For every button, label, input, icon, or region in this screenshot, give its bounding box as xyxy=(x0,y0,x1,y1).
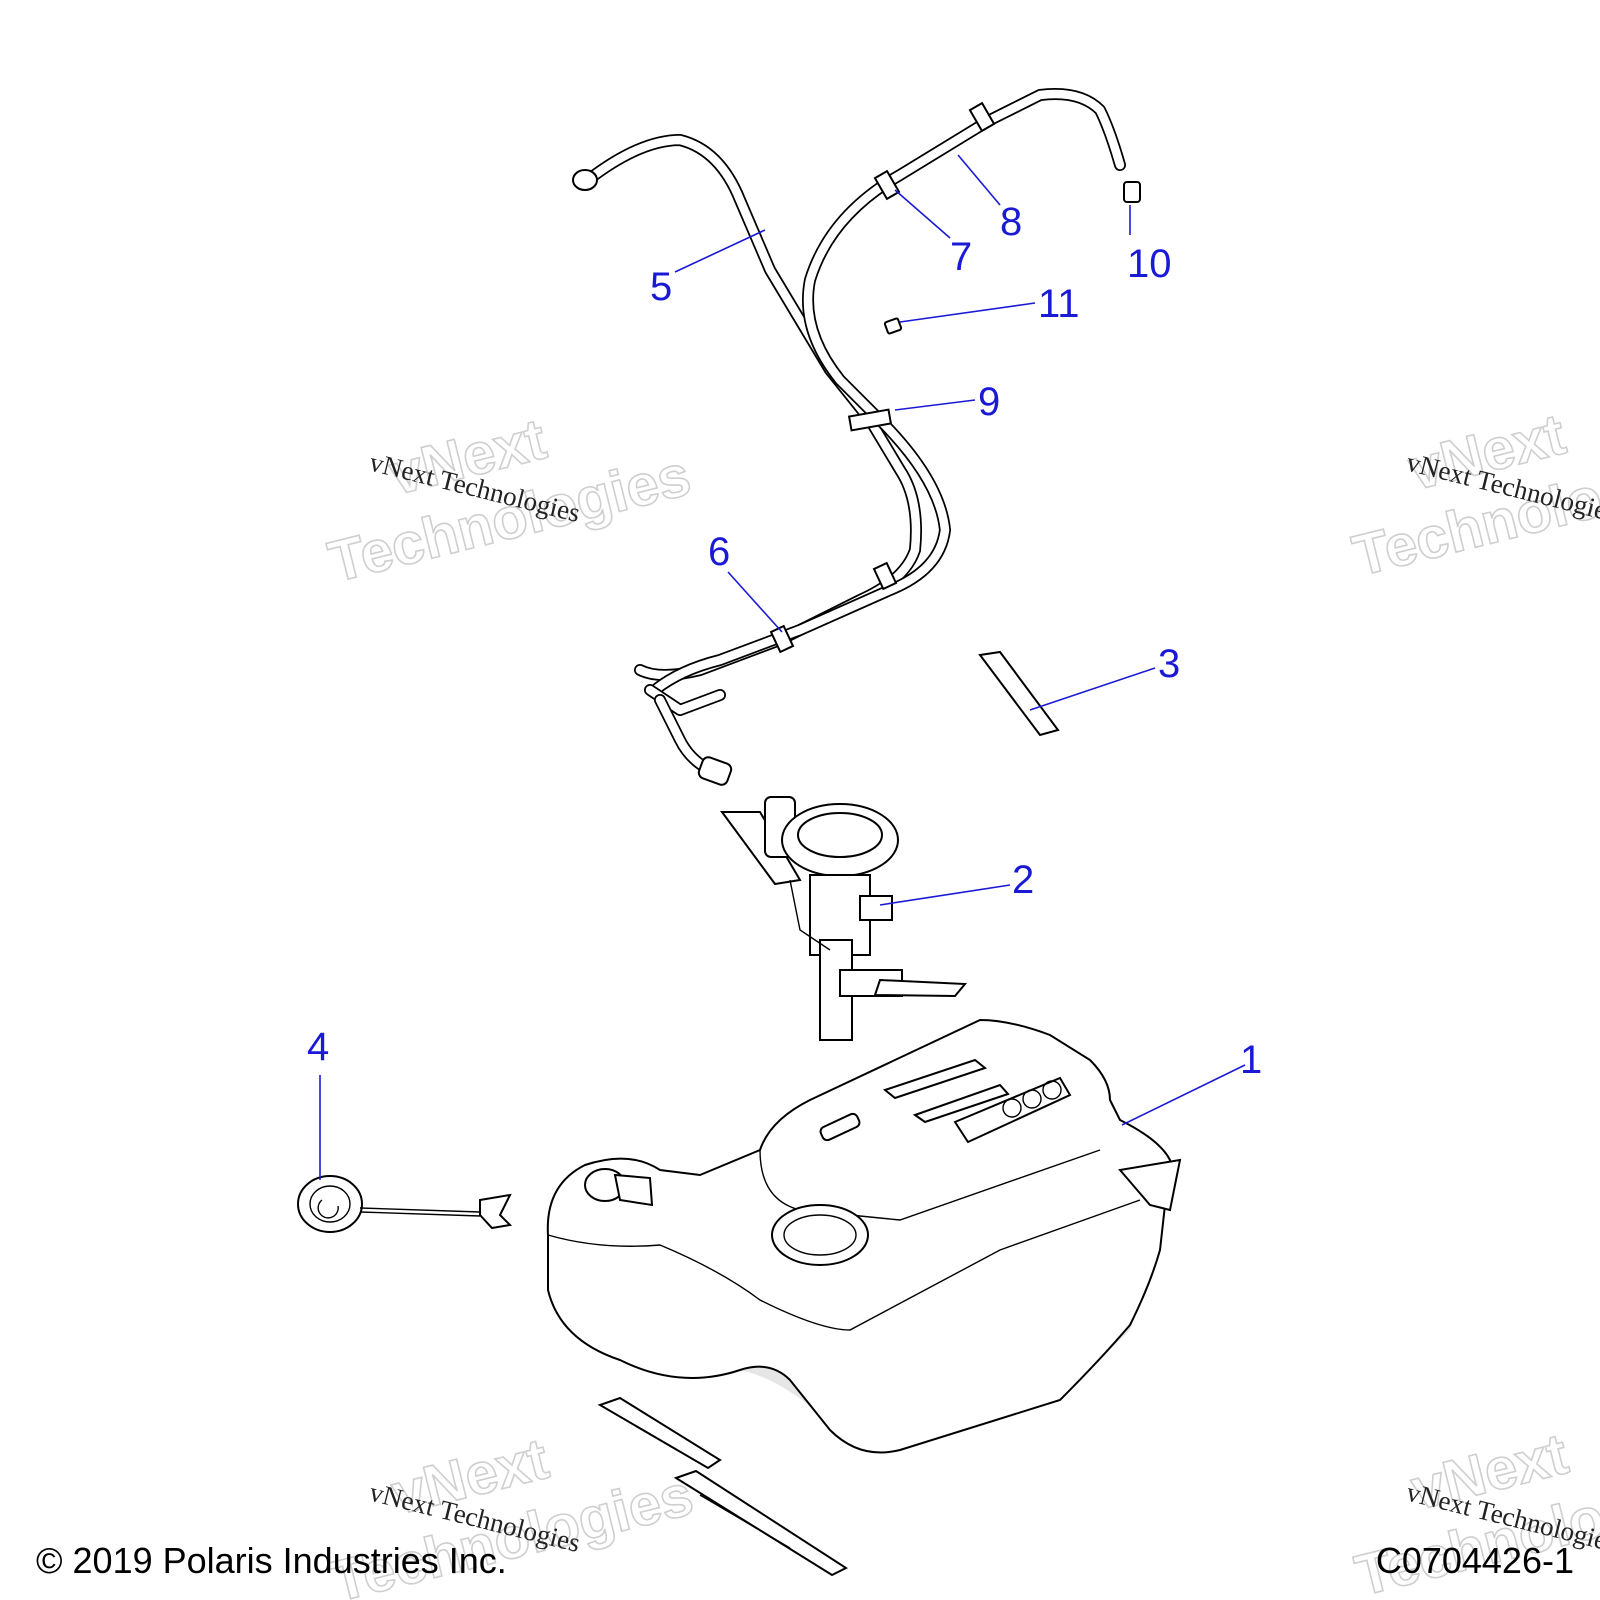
leader-7 xyxy=(894,189,951,239)
hose-clamp-9 xyxy=(847,408,893,432)
leader-2 xyxy=(879,884,1011,906)
vent-hose-assembly xyxy=(572,88,1141,786)
callout-6: 6 xyxy=(708,530,730,574)
leader-lines xyxy=(319,154,1246,1180)
strip-part-3 xyxy=(978,650,1060,737)
callout-5: 5 xyxy=(650,265,672,309)
vent-valve-10 xyxy=(1123,181,1141,203)
leader-5 xyxy=(674,229,766,273)
leader-1 xyxy=(1121,1064,1246,1126)
figure-code: C0704426-1 xyxy=(1375,1540,1574,1581)
callout-10: 10 xyxy=(1127,242,1172,286)
leader-6 xyxy=(727,571,783,633)
callout-2: 2 xyxy=(1012,858,1034,902)
callout-4: 4 xyxy=(307,1025,329,1069)
hose-clamp-6 xyxy=(769,624,795,654)
callout-7: 7 xyxy=(950,235,972,279)
pad-strip xyxy=(673,1469,849,1577)
check-valve-11 xyxy=(883,317,903,335)
callout-3: 3 xyxy=(1158,642,1180,686)
hose-clamp xyxy=(968,101,996,133)
pump-strip xyxy=(720,811,802,886)
pad-strip xyxy=(597,1396,722,1470)
copyright-text: © 2019 Polaris Industries Inc. xyxy=(36,1540,507,1581)
leader-11 xyxy=(899,302,1036,323)
callout-1: 1 xyxy=(1240,1038,1262,1082)
hose-clamp-7 xyxy=(873,169,901,201)
fuel-pump-module xyxy=(720,796,968,1041)
leader-8 xyxy=(957,154,1001,206)
callout-11: 11 xyxy=(1038,282,1080,326)
leader-9 xyxy=(894,399,976,411)
quick-connect-fitting xyxy=(697,756,733,786)
callout-8: 8 xyxy=(1000,200,1022,244)
fuel-tank xyxy=(546,1018,1182,1454)
pad-strip-fold xyxy=(699,1494,791,1549)
callout-9: 9 xyxy=(978,380,1000,424)
leader-3 xyxy=(1029,667,1156,711)
hose-clamp xyxy=(872,561,898,591)
hose-end-fitting xyxy=(572,169,598,191)
callouts: 1 2 3 4 5 6 7 8 9 10 11 xyxy=(307,200,1262,1082)
fuel-cap xyxy=(297,1175,513,1233)
